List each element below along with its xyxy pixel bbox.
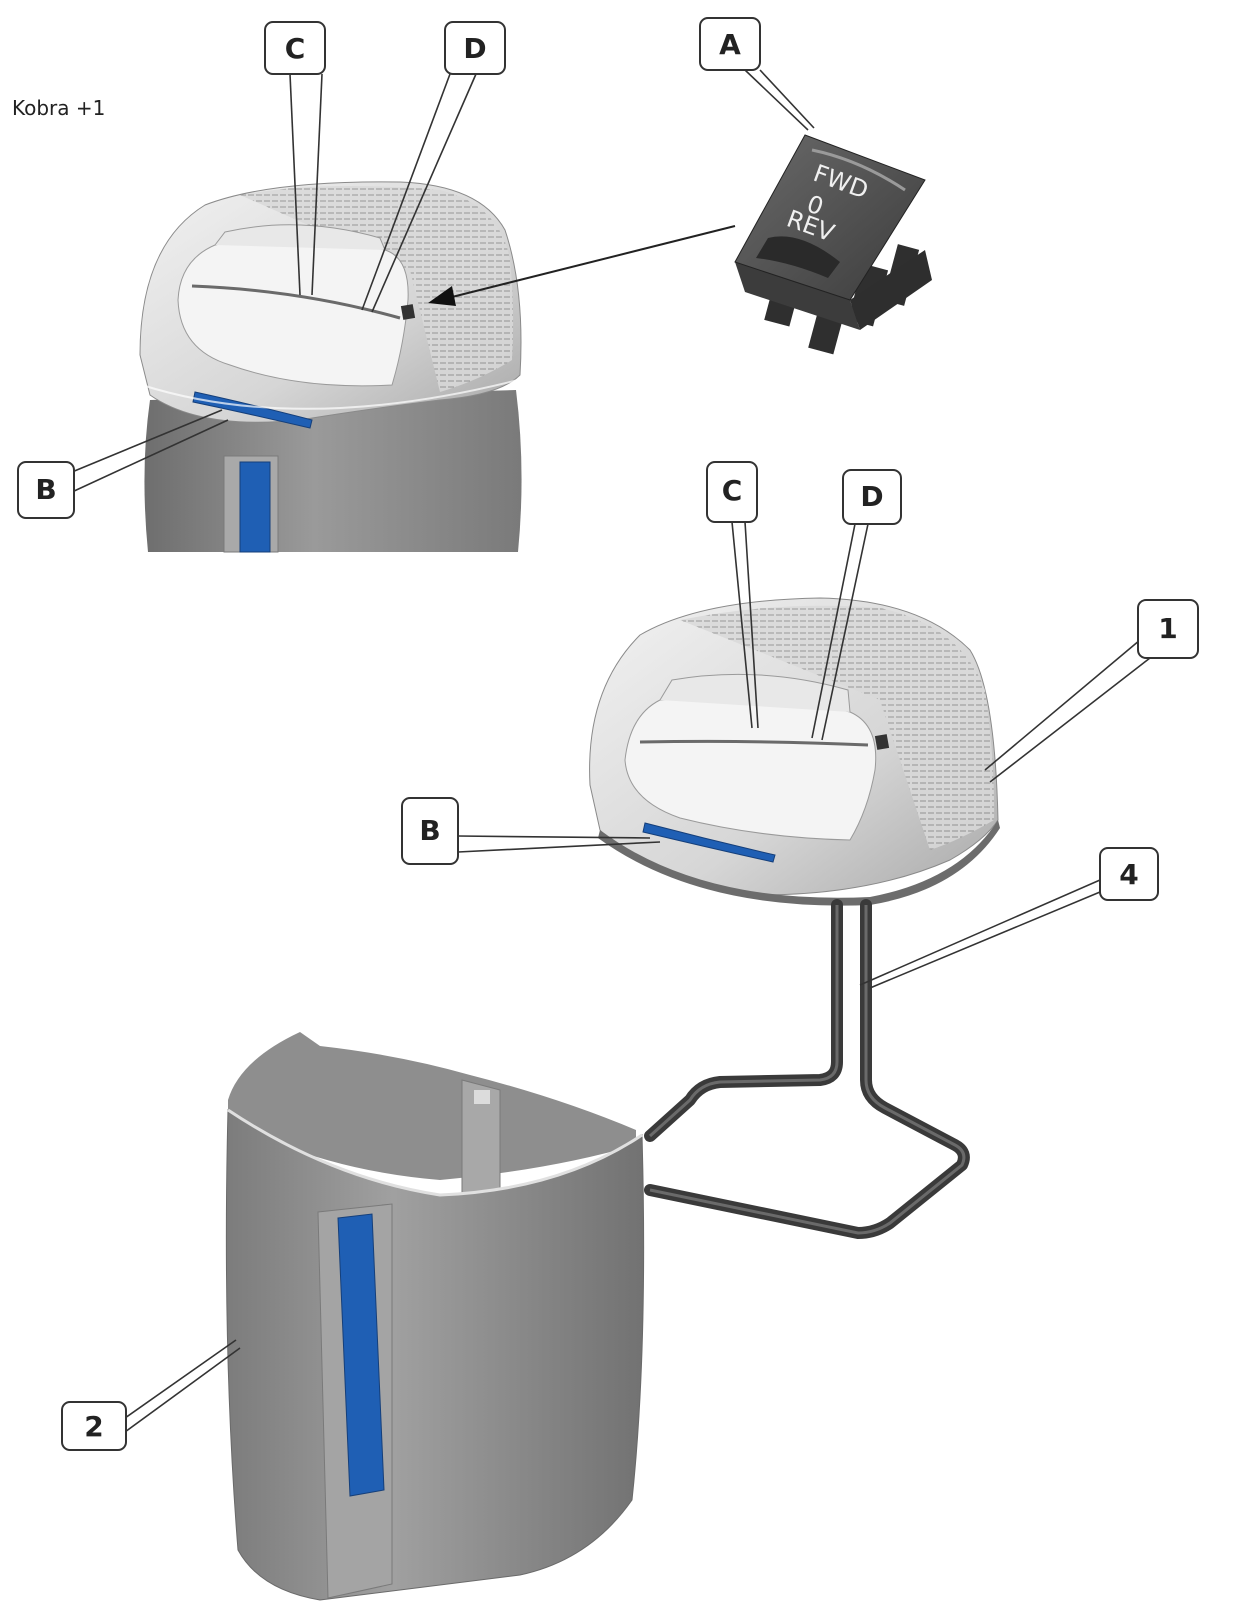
rocker-switch: FWD 0 REV xyxy=(734,134,932,355)
callout-b-top: B xyxy=(17,409,229,519)
callout-b-main-label: B xyxy=(419,814,440,847)
callout-d-top-label: D xyxy=(463,32,486,65)
callout-d-top: D xyxy=(361,21,506,313)
callout-d-main-label: D xyxy=(860,480,883,513)
callout-a: A xyxy=(699,17,815,131)
callout-a-label: A xyxy=(719,28,741,61)
callout-4: 4 xyxy=(859,847,1159,989)
callout-1-label: 1 xyxy=(1158,612,1177,645)
switch-arrow xyxy=(428,225,736,306)
callout-4-label: 4 xyxy=(1119,858,1138,891)
callout-c-main-label: C xyxy=(722,474,743,507)
model-label: Kobra +1 xyxy=(12,96,106,120)
callout-2-label: 2 xyxy=(84,1410,103,1443)
callout-b-main: B xyxy=(401,797,661,865)
waste-bin xyxy=(225,1032,645,1601)
assembled-shredder xyxy=(139,181,522,553)
callout-c-top-label: C xyxy=(285,32,306,65)
callout-d-main: D xyxy=(811,469,902,741)
callout-1: 1 xyxy=(984,599,1199,783)
callout-c-top: C xyxy=(264,21,326,296)
callout-c-main: C xyxy=(706,461,759,729)
exploded-head xyxy=(589,597,1000,906)
callout-b-top-label: B xyxy=(35,473,56,506)
callout-2: 2 xyxy=(61,1339,241,1451)
wire-frame xyxy=(644,899,970,1239)
